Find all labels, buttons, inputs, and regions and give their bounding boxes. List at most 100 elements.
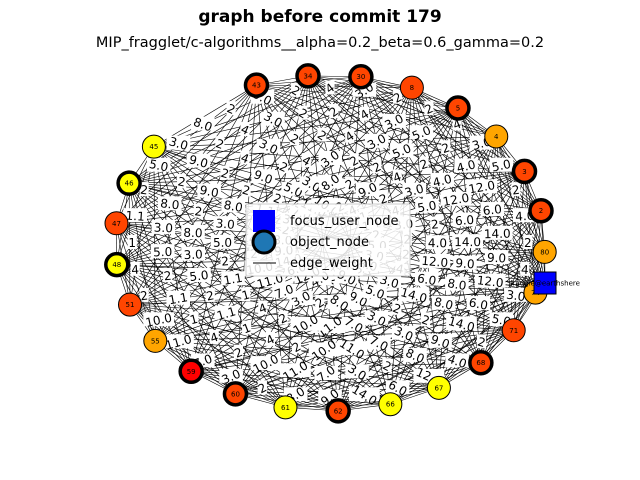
edge-weight-label: 14.0 (454, 235, 481, 249)
node-label: 51 (126, 301, 135, 309)
edge-weight-bg (445, 353, 469, 368)
edge-weight-bg (364, 133, 389, 148)
edge-weight-bg (241, 287, 251, 302)
edge-weight-bg (419, 156, 429, 171)
edge-weight-label: 6.0 (468, 295, 489, 312)
edge-weight-label: 8.0 (446, 276, 467, 293)
edge-weight-label: 8.0 (223, 198, 244, 215)
edge-weight-bg (215, 136, 225, 151)
node-layer: 4334308543280747168676662616059555148474… (104, 63, 580, 424)
edge (116, 171, 525, 224)
edge (116, 264, 339, 412)
edge-weight-bg (359, 106, 370, 121)
edge-weight-bg (181, 224, 205, 239)
edge-weight-bg (454, 158, 478, 173)
edge-weight-bg (210, 234, 235, 249)
edge-weight-bg (193, 203, 203, 218)
edge-weight-label: 1.1 (168, 290, 189, 307)
edge-weight-bg (123, 208, 148, 223)
node-label: 47 (112, 220, 121, 228)
node-label: 62 (334, 407, 343, 415)
edge-weight-bg (221, 198, 246, 213)
edge-weight-label: 2 (221, 254, 230, 269)
edge (116, 264, 481, 363)
edge-weight-bg (130, 261, 140, 276)
edge-weight-label: 3.0 (167, 134, 189, 153)
node-label: 80 (540, 248, 549, 256)
edge (129, 304, 439, 389)
edge-weight-bg (382, 113, 406, 128)
edge-weight-label: 3.0 (183, 247, 203, 262)
edge (513, 171, 525, 331)
edge-weight-bg (308, 342, 340, 357)
node-label: 8 (410, 84, 414, 92)
edge-weight-label: 8.0 (159, 196, 180, 212)
edge-weight-bg (392, 169, 402, 184)
edge-weight-label: 2 (271, 191, 283, 207)
edge-weight-bg (341, 316, 366, 331)
node-label: 66 (386, 401, 395, 409)
edge-weight-bg (254, 273, 286, 288)
edge-weight-bg (452, 212, 477, 227)
object-node (378, 392, 403, 417)
legend: focus_user_node object_node edge_weight (245, 203, 411, 277)
edge-weight-label: 2 (177, 174, 187, 189)
edge-weight-bg (345, 364, 369, 379)
edge-weight-label: 9.0 (455, 256, 475, 271)
edge-weight-label: 4 (208, 330, 220, 346)
edge-weight-bg (272, 190, 282, 205)
object-node (295, 63, 321, 89)
edge-weight-bg (317, 127, 327, 142)
object-node (222, 381, 249, 407)
edge-weight-bg (484, 250, 509, 265)
edge (285, 282, 546, 408)
edge-weight-label: 2 (241, 183, 252, 199)
edge-weight-label: 2 (219, 166, 230, 182)
edge-weight-bg (452, 234, 483, 249)
edge-weight-bg (226, 101, 236, 116)
node-label: 3 (522, 168, 526, 176)
edge-weight-label: 3.0 (505, 288, 526, 305)
edge-weight-bg (298, 105, 308, 120)
node-label: 45 (149, 143, 158, 151)
legend-edge-label: edge_weight (290, 256, 373, 271)
edge-weight-bg (391, 325, 416, 340)
edge (116, 223, 286, 408)
edge-weight-bg (205, 287, 215, 302)
edge (153, 146, 156, 341)
edge-weight-bg (314, 318, 346, 333)
edge-weight-label: 1.1 (215, 304, 237, 323)
edge-weight-label: 3.0 (403, 182, 425, 201)
edge-weight-bg (345, 176, 355, 191)
edge-weight-label: 3.0 (215, 216, 235, 232)
legend-focus-label: focus_user_node (290, 214, 399, 229)
edge-weight-label: 2 (440, 140, 452, 156)
edge-weight-label: 8.0 (183, 226, 203, 241)
edge-weight-bg (151, 219, 176, 234)
edge-weight-label: 1.1 (125, 209, 145, 224)
edge-weight-bg (355, 182, 380, 197)
edge-weight-label: 4 (520, 263, 529, 277)
edge-weight-bg (240, 122, 250, 137)
edge-weight-bg (150, 244, 175, 259)
edge-weight-bg (289, 131, 300, 146)
edge-weight-label: 2 (139, 288, 149, 303)
edge (129, 136, 497, 184)
edge-weight-label: 9.0 (487, 251, 507, 266)
edge-weight-bg (197, 183, 221, 198)
edge-weight-bg (314, 366, 338, 381)
edge-weight-bg (329, 103, 339, 118)
edge-weight-bg (431, 295, 456, 310)
edge (116, 75, 309, 224)
object-node (325, 398, 351, 424)
edge-weight-bg (291, 339, 302, 354)
edge-weight-bg (299, 176, 324, 191)
edge-weight-bg (251, 169, 275, 184)
edge (360, 76, 545, 253)
node-label: 55 (151, 337, 160, 345)
edge-weight-bg (511, 182, 521, 197)
edge-weight-label: 9.0 (198, 183, 219, 201)
edge-weight-bg (424, 101, 434, 116)
edge-weight-bg (523, 235, 533, 249)
